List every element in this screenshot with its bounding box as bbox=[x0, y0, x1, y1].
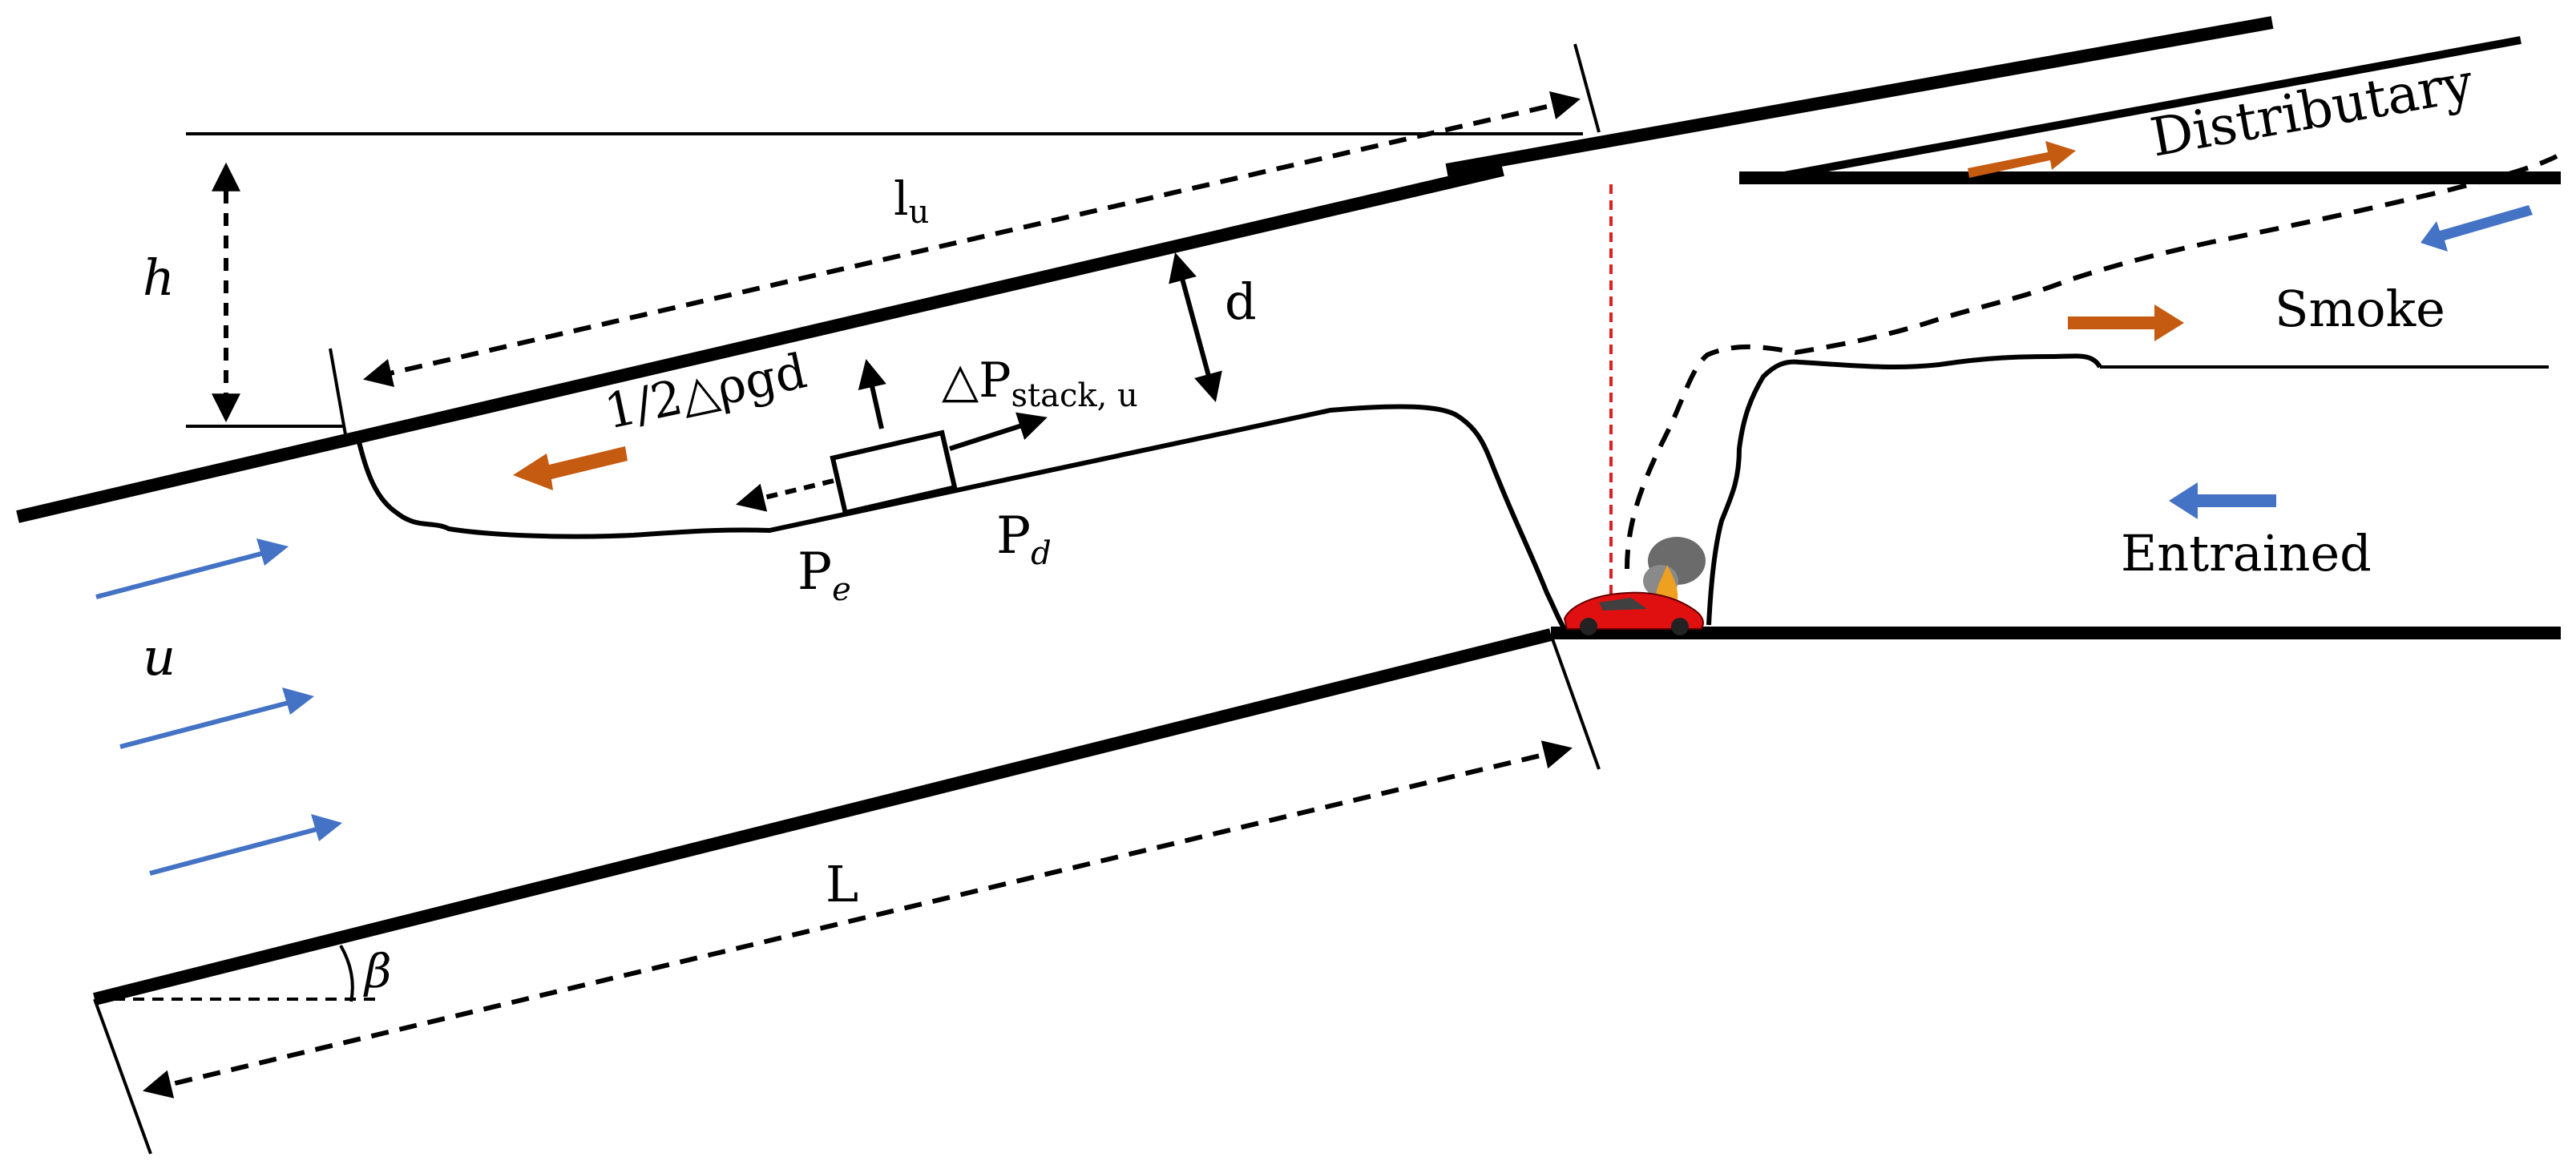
airflow-arrow-3 bbox=[149, 827, 317, 876]
smoke-layer-boundary bbox=[354, 404, 1569, 635]
L-arrow bbox=[142, 740, 1573, 1098]
entrained-label: Entrained bbox=[2121, 524, 2372, 582]
lu-label-sub: u bbox=[909, 194, 930, 231]
airflow-arrow-2-head bbox=[282, 687, 314, 715]
smoke-downstream-arrow bbox=[2068, 304, 2184, 341]
beta-arc bbox=[339, 945, 354, 1002]
pe-label-sub: e bbox=[832, 571, 851, 608]
L-label: L bbox=[826, 855, 858, 913]
dimension-arrows bbox=[142, 91, 1581, 1098]
car-body bbox=[1563, 591, 1704, 630]
lu-left-tick bbox=[329, 348, 348, 440]
smoke-backlayer-arrow bbox=[513, 446, 628, 490]
smoke-arrows bbox=[513, 141, 2184, 490]
u-label: u bbox=[143, 628, 176, 687]
stack-pressure-label: △Pstack, u bbox=[942, 353, 1138, 414]
beta-label: β bbox=[363, 944, 392, 998]
entrained-arrows bbox=[2169, 205, 2533, 519]
pd-label-sub: d bbox=[1031, 535, 1052, 572]
entry-pressure-arrow bbox=[736, 478, 834, 512]
entrained-arrow-lower bbox=[2169, 482, 2276, 519]
distributary-roof bbox=[1770, 36, 2521, 182]
airflow-arrow-1 bbox=[95, 550, 265, 599]
buoyancy-arrow bbox=[858, 358, 886, 429]
smoke-label: Smoke bbox=[2275, 280, 2445, 338]
car-wheel-rear bbox=[1671, 618, 1689, 635]
smoke-layer-upstream bbox=[1706, 353, 2102, 626]
tunnel-walls bbox=[16, 16, 2561, 1006]
stack-pressure-arrow bbox=[949, 412, 1048, 451]
stack-pressure-main: △P bbox=[942, 353, 1011, 409]
smoke-plume-dashed bbox=[1625, 154, 2558, 570]
d-arrow bbox=[1169, 252, 1222, 402]
control-volume-box bbox=[830, 429, 958, 516]
lu-arrow bbox=[362, 91, 1581, 388]
upper-ceiling bbox=[1445, 16, 2274, 176]
control-volume bbox=[736, 358, 1048, 516]
car-wheel-front bbox=[1580, 618, 1597, 635]
burning-car-icon bbox=[1563, 537, 1706, 635]
L-right-tick bbox=[1549, 634, 1601, 770]
inclined-ceiling bbox=[16, 163, 1504, 523]
airflow-arrow-1-head bbox=[256, 538, 289, 566]
lu-label-main: l bbox=[894, 171, 909, 226]
pe-label: Pe bbox=[797, 542, 851, 608]
distributary-label: Distributary bbox=[2146, 51, 2477, 169]
pd-label-main: P bbox=[996, 506, 1031, 566]
d-label: d bbox=[1225, 272, 1257, 331]
pd-label: Pd bbox=[996, 506, 1052, 572]
airflow-arrows bbox=[95, 538, 342, 876]
h-label: h bbox=[143, 248, 175, 307]
airflow-arrow-2 bbox=[119, 700, 289, 749]
airflow-arrow-3-head bbox=[311, 814, 342, 841]
stack-pressure-sub: stack, u bbox=[1011, 377, 1138, 414]
L-left-tick bbox=[93, 998, 152, 1155]
entrained-arrow-upper bbox=[2421, 205, 2533, 252]
lu-label: lu bbox=[894, 171, 929, 231]
lu-right-tick bbox=[1573, 43, 1601, 133]
distributary-smoke-arrow bbox=[1968, 141, 2076, 178]
car-window bbox=[1599, 598, 1647, 611]
pe-label-main: P bbox=[797, 542, 832, 602]
